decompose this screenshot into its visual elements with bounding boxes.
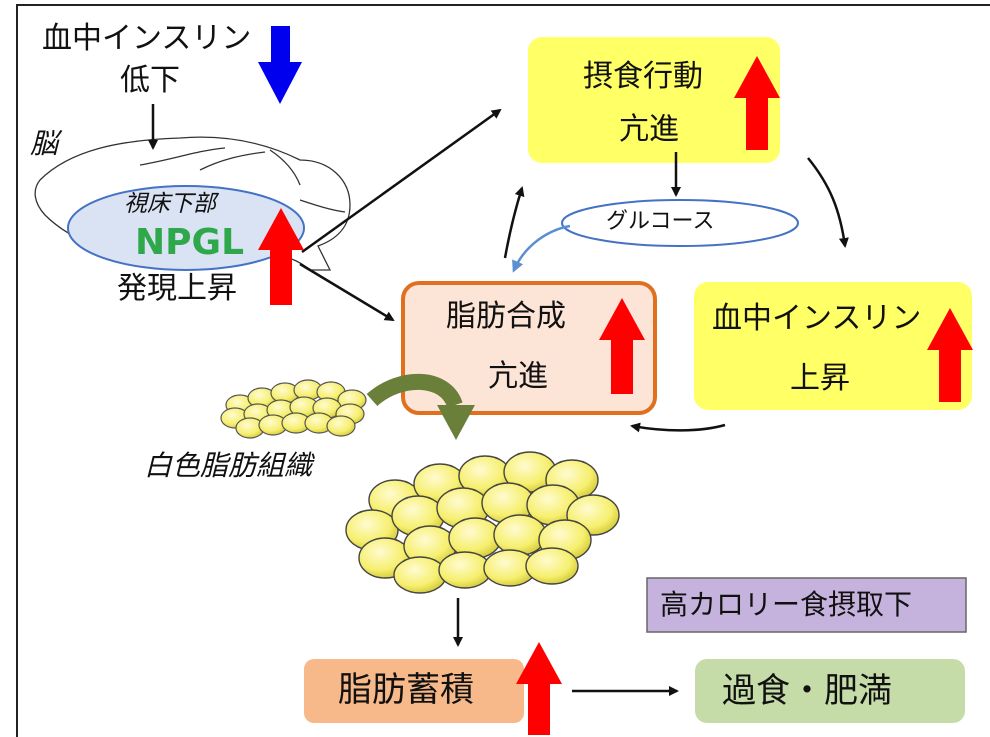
up-arrow-npgl-icon <box>258 208 304 305</box>
flow-arrows <box>148 104 849 696</box>
small-fat-cluster <box>220 379 367 439</box>
white-adipose-label: 白色脂肪組織 <box>144 449 313 482</box>
lipogenesis-box <box>401 281 657 415</box>
hypothalamus-ellipse <box>67 185 305 271</box>
figure-frame <box>16 4 990 737</box>
glucose-label: グルコース <box>606 209 715 234</box>
fat-accumulation-label: 脂肪蓄積 <box>338 670 474 710</box>
large-fat-cluster <box>345 451 620 594</box>
lipogenesis-line1: 脂肪合成 <box>446 299 566 334</box>
up-arrow-lipogenesis-icon <box>599 298 645 394</box>
insulin-high-box <box>694 282 972 410</box>
obesity-box <box>695 659 965 723</box>
obesity-label: 過食・肥満 <box>722 671 892 711</box>
feeding-line2: 亢進 <box>619 112 679 147</box>
up-arrows-red <box>258 56 973 735</box>
down-arrow-blue-icon <box>258 26 302 104</box>
fat-accumulation-box <box>304 659 524 723</box>
high-calorie-box <box>646 577 967 633</box>
feeding-box <box>528 37 780 163</box>
glucose-ellipse <box>561 199 799 247</box>
up-arrow-feeding-icon <box>734 56 780 150</box>
lipogenesis-line2: 亢進 <box>488 359 548 394</box>
glucose-arrow <box>512 224 571 273</box>
insulin-low-line2: 低下 <box>120 63 180 98</box>
expression-up-label: 発現上昇 <box>117 271 237 306</box>
high-calorie-label: 高カロリー食摂取下 <box>660 588 913 621</box>
up-arrow-insulin-icon <box>927 308 973 402</box>
npgl-label: NPGL <box>135 222 245 263</box>
green-curved-arrow <box>366 373 475 440</box>
up-arrow-fat-icon <box>516 642 562 735</box>
feeding-line1: 摂食行動 <box>583 59 703 94</box>
brain-label: 脳 <box>30 127 59 160</box>
hypothalamus-label: 視床下部 <box>124 191 216 217</box>
insulin-high-line2: 上昇 <box>790 361 850 396</box>
insulin-low-line1: 血中インスリン <box>42 21 252 56</box>
insulin-high-line1: 血中インスリン <box>712 301 922 336</box>
